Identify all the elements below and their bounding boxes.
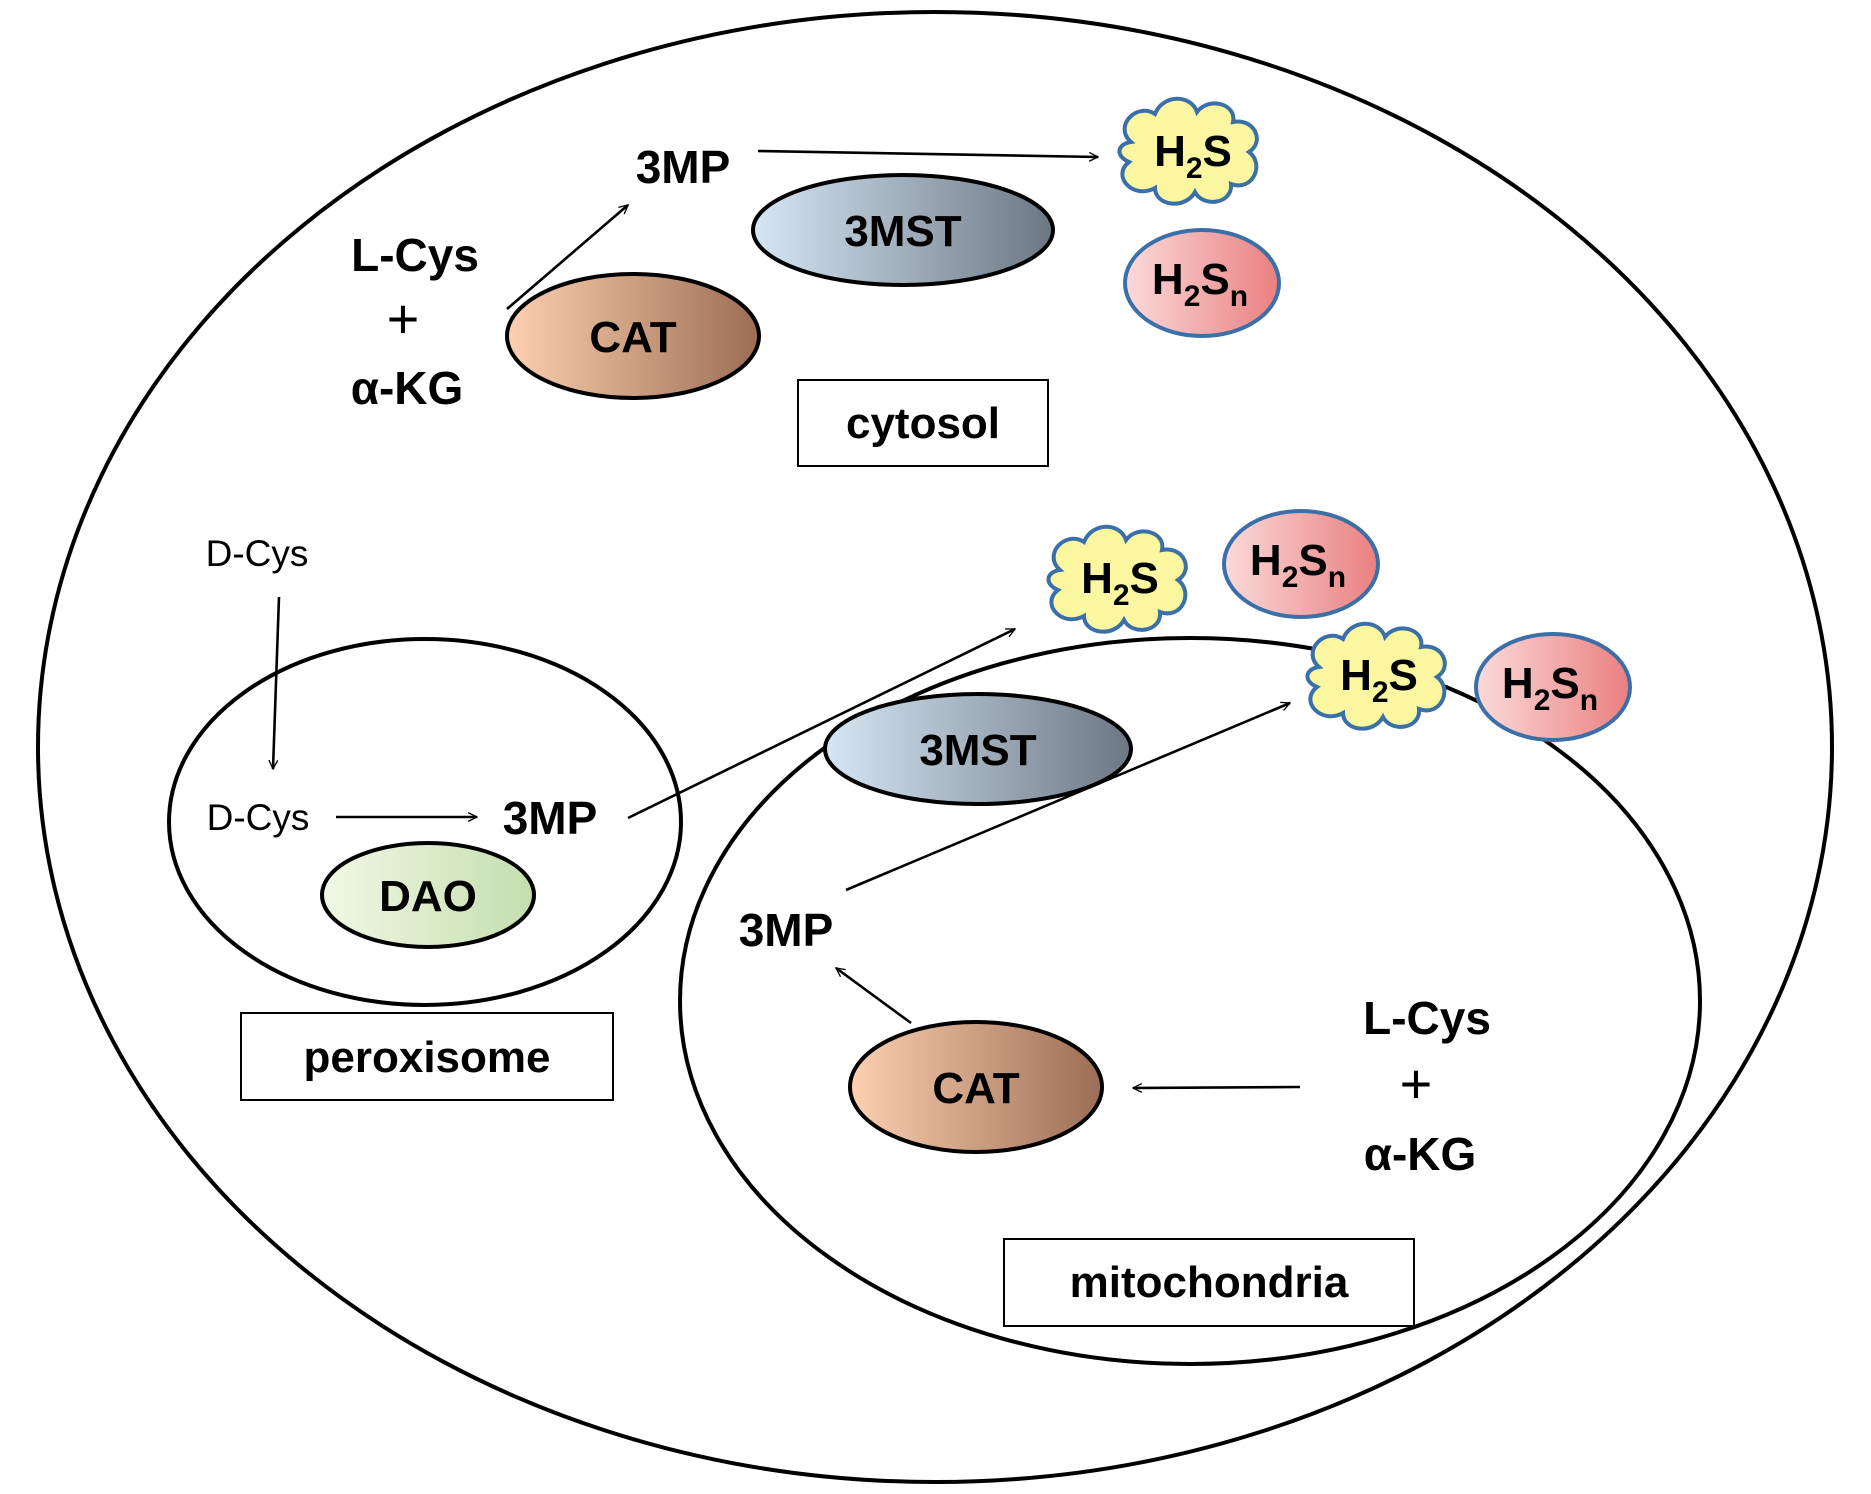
arrow-mito-3mp-to-h2s <box>845 703 1290 892</box>
peroxisome-3mp: 3MP <box>503 792 598 844</box>
arrow-mito-cat-to-3mp <box>836 966 912 1025</box>
mito-h2sn-label-b: H2Sn <box>1502 659 1598 717</box>
mito-h2sn-blob-b <box>1474 632 1632 742</box>
cytosol-cat-label: CAT <box>589 313 676 362</box>
mito-substrate-l-cys: L-Cys <box>1363 992 1491 1044</box>
arrow-d-cys-into-peroxisome <box>273 596 281 769</box>
cytosol-label-box <box>797 379 1049 467</box>
mitochondria-membrane <box>678 636 1702 1366</box>
cytosol-3mst-enzyme <box>751 173 1055 287</box>
mito-h2s-label-a: H2S <box>1081 554 1159 612</box>
outside-d-cys: D-Cys <box>206 533 309 574</box>
peroxisome-d-cys: D-Cys <box>207 797 310 838</box>
mito-substrate-alpha-kg: α-KG <box>1364 1128 1477 1180</box>
arrow-peroxisome-3mp-to-h2s <box>627 627 1015 820</box>
mito-cat-label: CAT <box>932 1064 1019 1113</box>
peroxisome-label-box <box>240 1012 614 1101</box>
cytosol-label: cytosol <box>846 399 1000 448</box>
arrow-cytosol-3mp-to-h2s <box>757 149 1098 157</box>
cytosol-substrate-l-cys: L-Cys <box>351 229 479 281</box>
cytosol-cat-enzyme <box>505 272 761 400</box>
mito-plus-sign: + <box>1400 1052 1433 1115</box>
mito-3mst-enzyme <box>823 692 1133 806</box>
peroxisome-dao-label: DAO <box>379 872 477 921</box>
peroxisome-membrane <box>167 637 683 1007</box>
cytosol-substrate-alpha-kg: α-KG <box>351 362 464 414</box>
mito-cat-enzyme <box>848 1020 1104 1154</box>
peroxisome-dao-enzyme <box>320 841 536 949</box>
mito-h2sn-blob-a <box>1222 509 1380 619</box>
cytosol-3mst-label: 3MST <box>844 207 961 256</box>
arrow-mito-substrate-to-cat <box>1133 1087 1301 1088</box>
mito-3mst-label: 3MST <box>919 726 1036 775</box>
mito-h2s-label-b: H2S <box>1340 651 1418 709</box>
mitochondria-label-box <box>1003 1238 1415 1327</box>
mito-3mp: 3MP <box>739 904 834 956</box>
cytosol-3mp: 3MP <box>636 141 731 193</box>
cytosol-plus-sign: + <box>387 287 420 350</box>
arrow-cytosol-cat-to-3mp <box>506 204 628 310</box>
peroxisome-label: peroxisome <box>304 1033 551 1082</box>
cytosol-h2s-label: H2S <box>1154 127 1232 185</box>
cytosol-h2sn-label: H2Sn <box>1152 255 1248 313</box>
mitochondria-label: mitochondria <box>1070 1258 1349 1307</box>
cell-membrane <box>36 10 1834 1484</box>
cytosol-h2sn-blob <box>1123 228 1281 338</box>
mito-h2sn-label-a: H2Sn <box>1250 536 1346 594</box>
